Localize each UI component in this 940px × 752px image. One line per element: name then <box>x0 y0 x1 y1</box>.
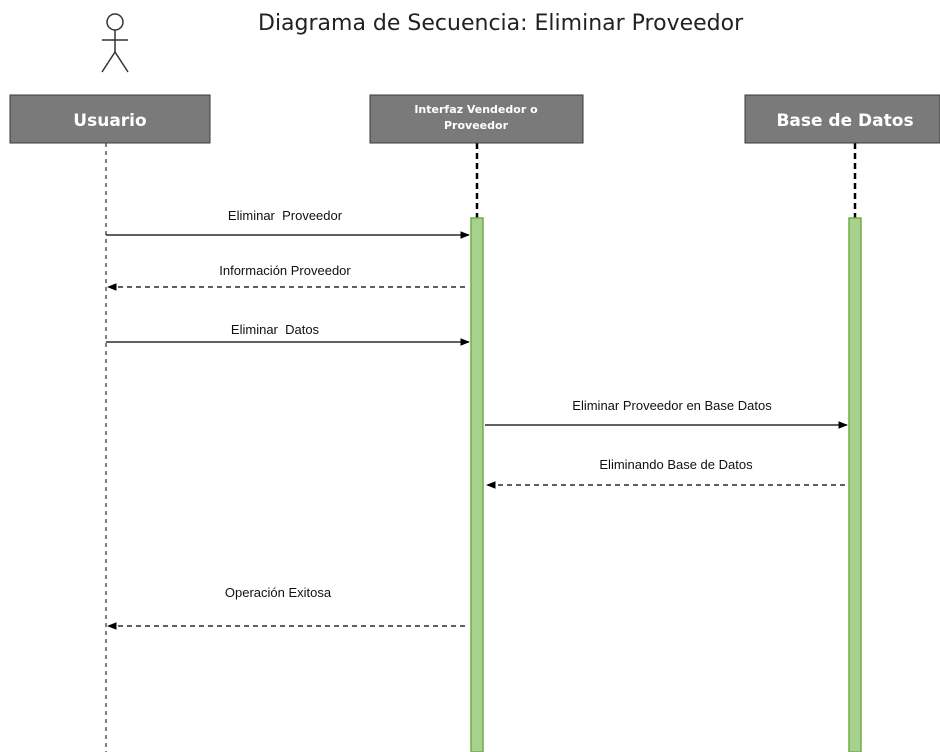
activation-bar-bd <box>848 217 862 752</box>
message-2: Información Proveedor <box>107 263 465 291</box>
message-label: Eliminar Proveedor <box>228 208 343 223</box>
message-1: Eliminar Proveedor <box>106 208 470 239</box>
message-3: Eliminar Datos <box>106 322 470 346</box>
participant-usuario: Usuario <box>9 94 211 144</box>
participant-label: Usuario <box>73 111 146 131</box>
participant-bd: Base de Datos <box>744 94 940 144</box>
participant-label-line-2: Proveedor <box>444 119 509 132</box>
message-label: Eliminar Proveedor en Base Datos <box>572 398 772 413</box>
participant-box <box>369 94 584 144</box>
participant-interfaz: Interfaz Vendedor o Proveedor <box>369 94 584 144</box>
message-5: Eliminando Base de Datos <box>486 457 845 489</box>
participant-label-line-1: Interfaz Vendedor o <box>414 103 538 116</box>
actor-icon <box>101 13 129 73</box>
message-label: Eliminar Datos <box>231 322 320 337</box>
participant-box <box>9 94 211 144</box>
diagram-title: Diagrama de Secuencia: Eliminar Proveedo… <box>258 11 744 36</box>
message-label: Operación Exitosa <box>225 585 332 600</box>
message-6: Operación Exitosa <box>107 585 465 630</box>
activation-bar-interfaz <box>470 217 484 752</box>
message-label: Eliminando Base de Datos <box>599 457 753 472</box>
participant-label: Base de Datos <box>776 111 913 131</box>
message-4: Eliminar Proveedor en Base Datos <box>485 398 848 429</box>
message-label: Información Proveedor <box>219 263 351 278</box>
participant-box <box>744 94 940 144</box>
